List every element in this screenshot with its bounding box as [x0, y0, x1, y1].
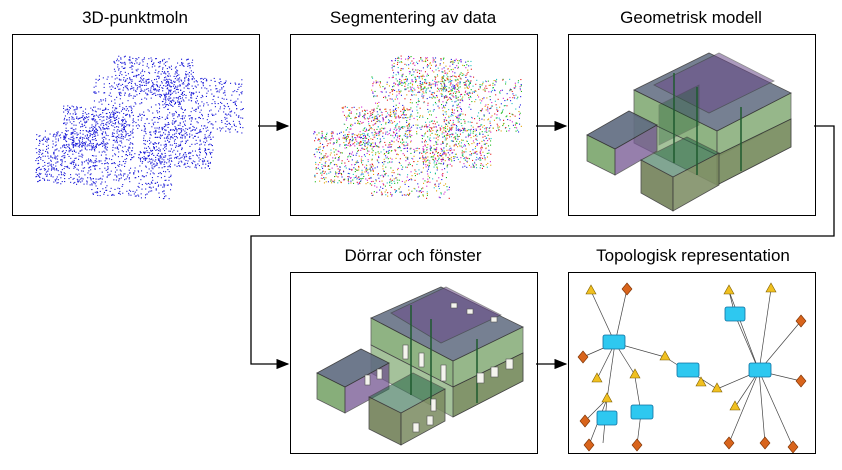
segmentation-panel [290, 34, 538, 216]
point-cloud-panel [12, 34, 260, 216]
geometric-model-image [586, 52, 792, 212]
step-2-title: Segmentering av data [329, 8, 497, 27]
topology-graph-image [577, 282, 807, 453]
step-3-title: Geometrisk modell [620, 8, 762, 27]
step-1-title: 3D-punktmoln [82, 8, 188, 27]
doors-windows-panel [290, 272, 538, 454]
segmented-point-cloud-image [313, 55, 522, 199]
geometric-model-panel [568, 34, 816, 216]
doors-windows-model-image [316, 286, 524, 446]
step-4-title: Dörrar och fönster [344, 246, 482, 265]
topology-panel [568, 272, 816, 454]
arrow-step3-to-step4 [250, 125, 835, 370]
point-cloud-image [35, 55, 244, 200]
step-5-title: Topologisk representation [596, 246, 790, 265]
